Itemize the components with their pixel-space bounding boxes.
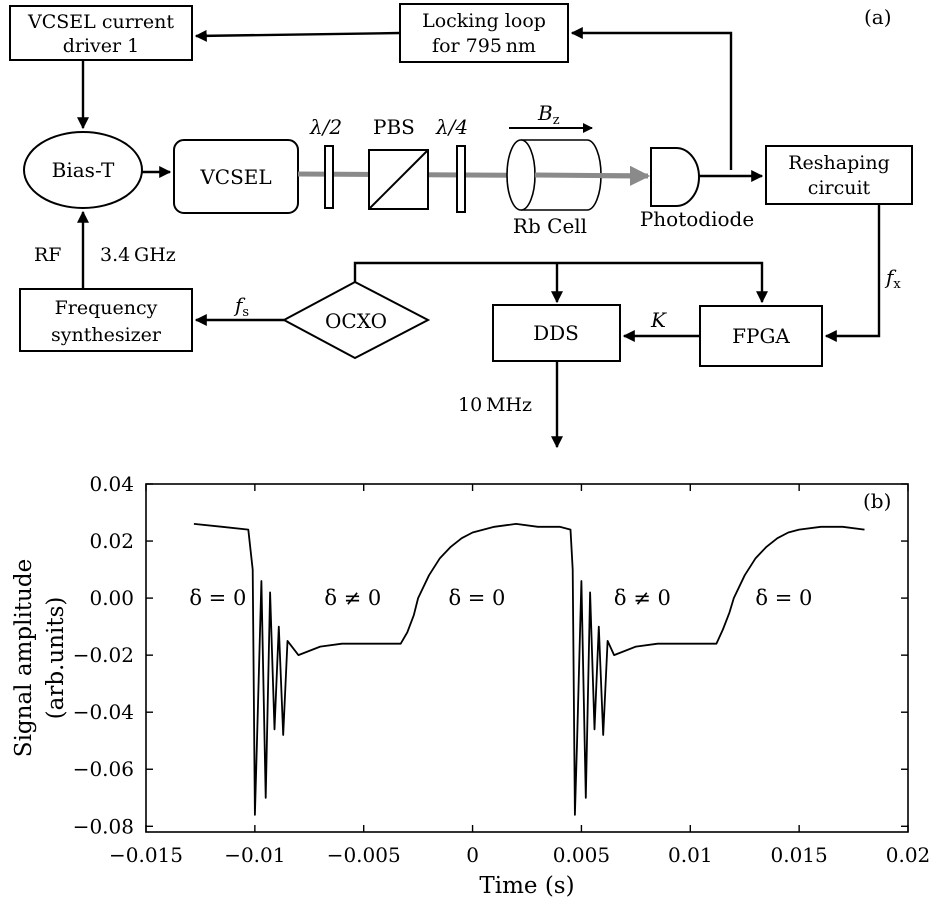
vcsel-driver-box [9, 5, 193, 61]
signal-chart: (b) −0.015 −0.01 −0.005 0 0.005 0.01 0.015 0.02… [11, 472, 930, 899]
y-axis-label-line2: (arb.units) [43, 597, 69, 720]
reshaping-to-fpga-arrow [824, 204, 881, 342]
ocxo-to-fpga-line [353, 261, 768, 304]
rb-cell-label: Rb Cell [513, 214, 587, 238]
x-tick-label: 0.015 [771, 843, 828, 867]
state-annotation: δ = 0 [448, 586, 505, 610]
panel-a-label: (a) [864, 5, 892, 29]
signal-trace [193, 523, 865, 816]
synthesizer-box [19, 288, 193, 352]
ocxo-diamond [281, 280, 431, 360]
synthesizer-line2: synthesizer [51, 324, 162, 346]
pbs-diagonal [368, 149, 429, 210]
state-annotations: δ = 0 δ ≠ 0 δ = 0 δ ≠ 0 δ = 0 [189, 586, 812, 610]
y-tick-label: −0.04 [73, 700, 134, 724]
locking-loop-line1: Locking loop [422, 10, 546, 32]
k-label: K [650, 308, 667, 332]
x-tick-label: −0.005 [327, 843, 401, 867]
x-tick-label: 0.02 [886, 843, 931, 867]
state-annotation: δ = 0 [189, 586, 246, 610]
synthesizer-line1: Frequency [55, 297, 158, 319]
plot-frame [145, 483, 909, 833]
half-wave-label: λ/2 [309, 115, 342, 139]
vcsel-driver-line1: VCSEL current [27, 11, 174, 33]
vcsel-driver-line2: driver 1 [63, 35, 140, 57]
locking-loop-line2: for 795 nm [432, 35, 536, 57]
y-tick-label: 0.00 [89, 586, 134, 610]
y-tick-label: −0.06 [73, 757, 134, 781]
bias-t-label: Bias-T [52, 158, 115, 182]
output-frequency: 10 MHz [458, 394, 532, 416]
y-tick-label: −0.02 [73, 643, 134, 667]
y-tick-label: 0.02 [89, 529, 134, 553]
locking-loop-box [399, 3, 569, 63]
setup-diagram: (a) VCSEL current driver 1 Locking loop … [9, 3, 913, 449]
fpga-box [699, 305, 823, 367]
dds-box [492, 304, 621, 362]
x-tick-label: 0.01 [668, 843, 713, 867]
state-annotation: δ = 0 [755, 586, 812, 610]
half-wave-plate [324, 145, 334, 209]
dds-label: DDS [533, 321, 579, 345]
rf-label: RF [34, 244, 62, 266]
rf-frequency: 3.4 GHz [100, 244, 176, 266]
laser-beam-through-cell [534, 165, 650, 186]
reshaping-box [765, 145, 913, 205]
quarter-wave-plate [456, 145, 466, 213]
ocxo-label: OCXO [325, 309, 387, 333]
state-annotation: δ ≠ 0 [614, 586, 671, 610]
x-tick-label: 0 [466, 843, 479, 867]
reshaping-line1: Reshaping [788, 152, 890, 174]
photodiode-to-lock-arrow [570, 27, 733, 170]
y-tick-label: −0.08 [73, 814, 134, 838]
axis-ticks: −0.015 −0.01 −0.005 0 0.005 0.01 0.015 0.02 0.04… [73, 472, 931, 867]
fx-label: fx [884, 265, 901, 292]
fpga-label: FPGA [732, 324, 790, 348]
fs-label: fs [233, 293, 249, 320]
vcsel-label: VCSEL [199, 165, 271, 189]
photodiode-shape [650, 147, 700, 207]
photodiode-label: Photodiode [640, 207, 754, 231]
x-tick-label: −0.015 [109, 843, 183, 867]
reshaping-line2: circuit [808, 177, 871, 199]
y-axis-label-line1: Signal amplitude [11, 559, 37, 757]
state-annotation: δ ≠ 0 [324, 586, 381, 610]
panel-b-label: (b) [863, 489, 891, 513]
x-tick-label: 0.005 [553, 843, 610, 867]
x-axis-label: Time (s) [479, 873, 574, 899]
y-tick-label: 0.04 [89, 472, 134, 496]
lock-to-driver-arrow [194, 29, 401, 42]
bias-t-ellipse [23, 131, 143, 209]
x-tick-label: −0.01 [224, 843, 285, 867]
pbs-label: PBS [373, 115, 415, 139]
quarter-wave-label: λ/4 [435, 115, 468, 139]
bz-label: Bz [537, 101, 560, 128]
